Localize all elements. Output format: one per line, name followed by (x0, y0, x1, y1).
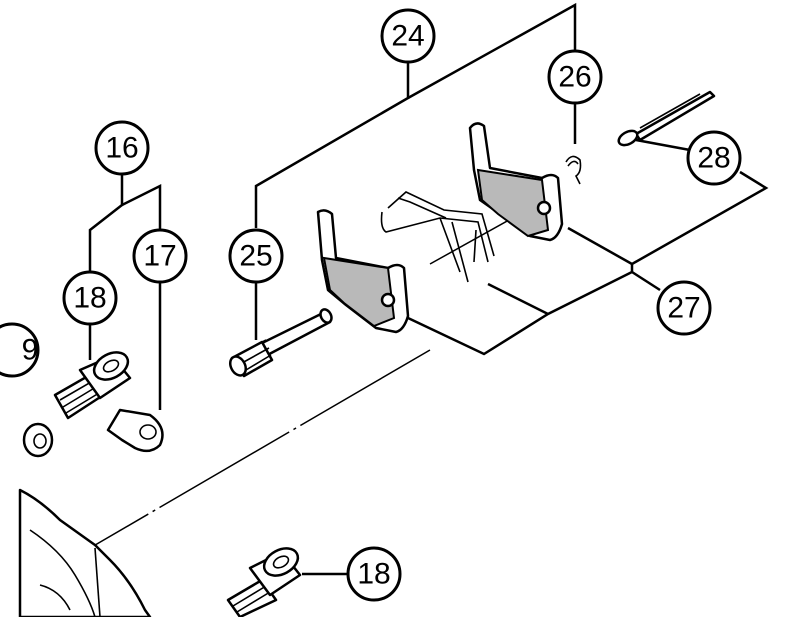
callout-27-label: 27 (667, 292, 700, 325)
pad-axle-bolt (228, 308, 333, 378)
brake-pad-front (316, 209, 410, 334)
lock-tab (106, 408, 164, 453)
callout-18-upper-label: 18 (73, 282, 106, 315)
washer-partial (22, 422, 54, 458)
callout-19-partial: 9 (0, 322, 40, 378)
brake-pad-rear (468, 122, 564, 242)
mounting-bolt-upper (53, 351, 132, 420)
callout-16-label: 16 (105, 132, 138, 165)
callout-19-label: 9 (22, 334, 39, 367)
mounting-bolt-lower (226, 547, 302, 617)
callout-24-label: 24 (391, 20, 424, 53)
callout-26-label: 26 (558, 61, 591, 94)
callout-25-label: 25 (239, 240, 272, 273)
callout-28: 28 (686, 130, 742, 186)
callout-24: 24 (380, 8, 436, 64)
split-pin (617, 90, 716, 147)
callout-28-label: 28 (697, 142, 730, 175)
callout-18-lower: 18 (346, 546, 402, 602)
callout-17-label: 17 (143, 240, 176, 273)
caliper-body (18, 488, 152, 617)
callout-25: 25 (228, 228, 284, 284)
callout-17: 17 (132, 228, 188, 284)
leader-lines (88, 2, 769, 576)
callout-27: 27 (656, 280, 712, 336)
pad-spring (380, 191, 495, 283)
callout-26: 26 (547, 49, 603, 105)
callout-18-upper: 18 (62, 270, 118, 326)
callout-16: 16 (94, 120, 150, 176)
snap-ring (565, 155, 582, 185)
callout-18-lower-label: 18 (357, 558, 390, 591)
